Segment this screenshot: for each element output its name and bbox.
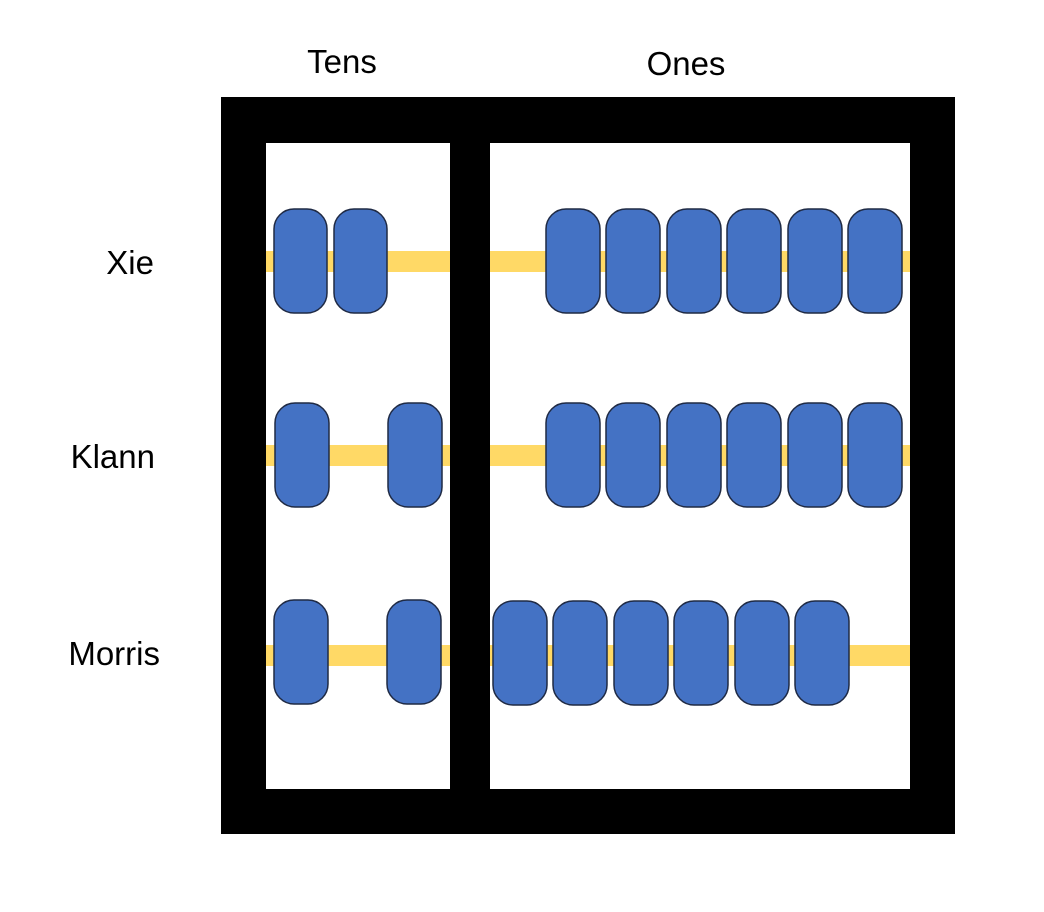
bead-klann-ones-1	[545, 402, 601, 508]
bead-morris-tens-2	[386, 599, 442, 705]
bead-morris-tens-1	[273, 599, 329, 705]
beads-morris	[273, 599, 850, 706]
bead-klann-ones-6	[847, 402, 903, 508]
bead-klann-ones-3	[666, 402, 722, 508]
beads-klann	[274, 402, 903, 508]
bead-morris-ones-6	[794, 600, 850, 706]
bead-xie-ones-2	[605, 208, 661, 314]
bead-klann-ones-5	[787, 402, 843, 508]
bead-xie-tens-2	[333, 208, 388, 314]
bead-xie-tens-1	[273, 208, 328, 314]
row-label-xie: Xie	[106, 244, 154, 281]
bead-xie-ones-5	[787, 208, 843, 314]
bead-xie-ones-1	[545, 208, 601, 314]
bead-morris-ones-3	[613, 600, 669, 706]
row-label-morris: Morris	[68, 635, 160, 672]
bead-klann-tens-2	[387, 402, 443, 508]
bead-klann-ones-4	[726, 402, 782, 508]
beads-xie	[273, 208, 903, 314]
bead-xie-ones-6	[847, 208, 903, 314]
column-label-tens: Tens	[307, 43, 377, 80]
column-label-ones: Ones	[647, 45, 726, 82]
bead-morris-ones-1	[492, 600, 548, 706]
bead-morris-ones-4	[673, 600, 729, 706]
bead-morris-ones-2	[552, 600, 608, 706]
row-label-klann: Klann	[71, 438, 155, 475]
bead-klann-ones-2	[605, 402, 661, 508]
bead-morris-ones-5	[734, 600, 790, 706]
bead-klann-tens-1	[274, 402, 330, 508]
bead-xie-ones-3	[666, 208, 722, 314]
bead-xie-ones-4	[726, 208, 782, 314]
